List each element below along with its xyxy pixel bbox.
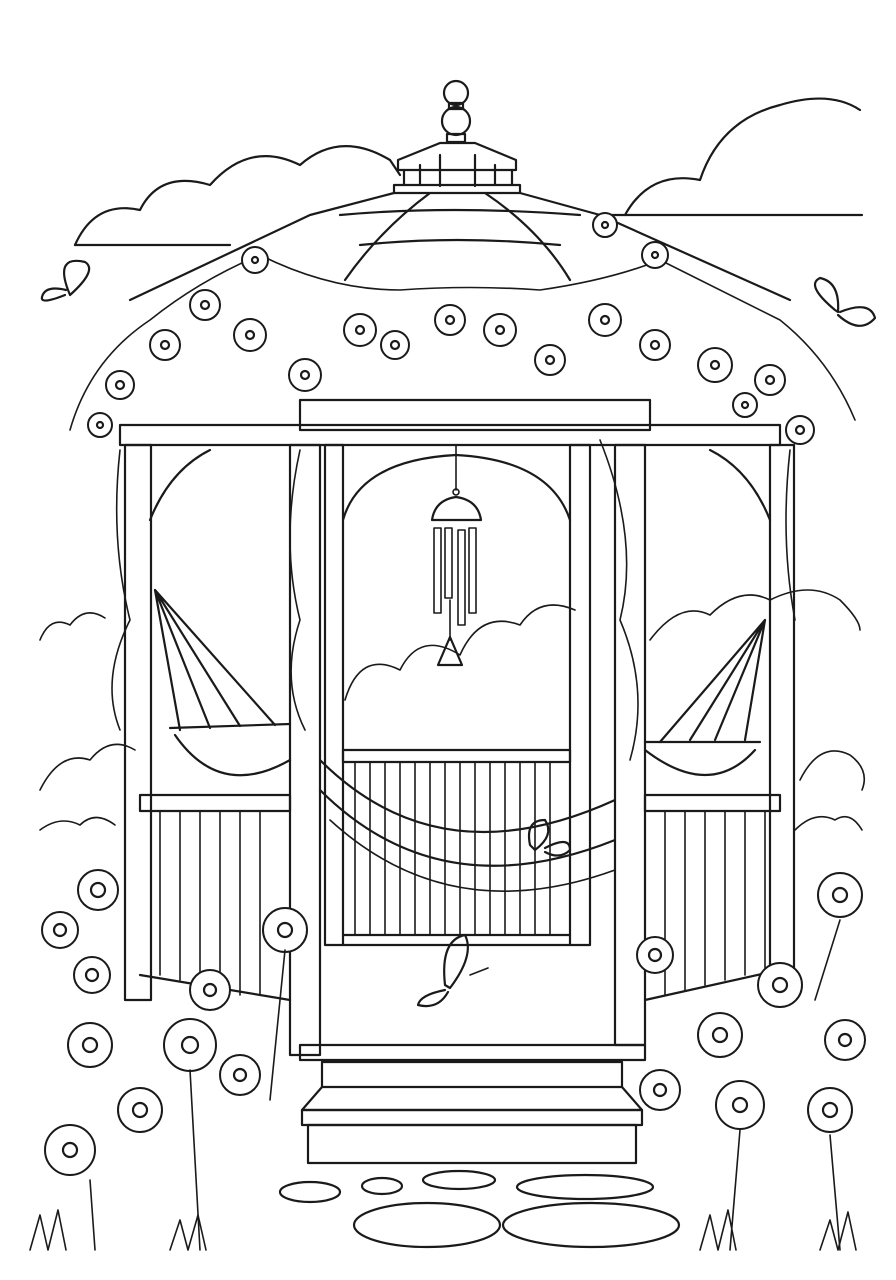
gazebo-floor xyxy=(298,943,647,1062)
butterfly-center xyxy=(416,933,489,1008)
hammock-right xyxy=(643,618,767,777)
butterfly-top-right xyxy=(813,276,877,327)
wind-chime xyxy=(430,444,483,667)
foreground-flowers-left xyxy=(41,869,308,1251)
flower-canopy xyxy=(69,212,856,445)
hammock-center xyxy=(318,758,617,892)
foreground-flowers-right xyxy=(636,872,866,1251)
gazebo-roof xyxy=(128,191,792,302)
grass xyxy=(29,1209,857,1251)
side-railing-right xyxy=(643,793,782,1002)
butterfly-on-hammock xyxy=(527,818,572,857)
vines xyxy=(111,439,796,761)
back-railing xyxy=(341,748,572,937)
gazebo-finial xyxy=(440,79,472,144)
butterfly-top-left xyxy=(40,259,91,302)
stepping-stones xyxy=(278,1169,681,1249)
hammock-left xyxy=(153,588,292,777)
side-railing-left xyxy=(138,793,292,1002)
stairs xyxy=(300,1060,644,1165)
cloud-left xyxy=(73,145,402,247)
gazebo-fascia xyxy=(118,398,782,447)
cloud-right xyxy=(598,97,864,217)
gazebo-cupola xyxy=(392,141,522,195)
